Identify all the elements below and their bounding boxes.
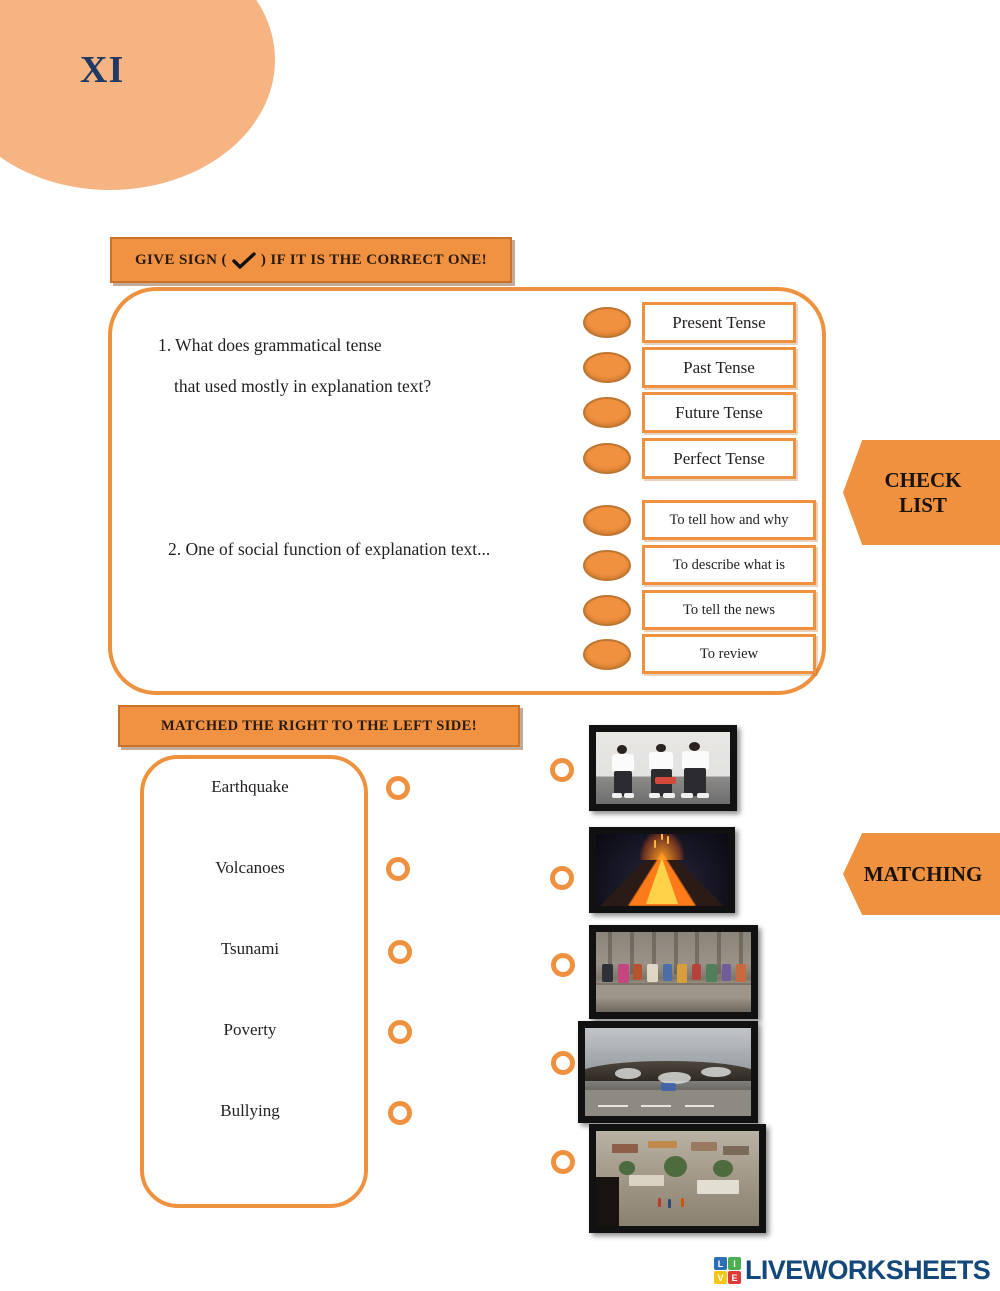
match-connector-right-4[interactable] bbox=[551, 1051, 575, 1075]
match-item-bullying: Bullying bbox=[220, 1101, 280, 1120]
match-connector-right-3[interactable] bbox=[551, 953, 575, 977]
match-connector-right-5[interactable] bbox=[551, 1150, 575, 1174]
logo-tiles: L I V E bbox=[714, 1257, 741, 1284]
matching-instruction-banner: MATCHED THE RIGHT TO THE LEFT SIDE! bbox=[118, 705, 520, 747]
logo-tile-v: V bbox=[714, 1271, 727, 1284]
match-connector-left-earthquake[interactable] bbox=[386, 776, 410, 800]
volcano-scene bbox=[596, 834, 728, 906]
option-label-future-tense: Future Tense bbox=[642, 392, 796, 433]
option-row-to-review[interactable]: To review bbox=[583, 634, 816, 674]
checklist-banner-suffix: ) IF IT IS THE CORRECT ONE! bbox=[260, 251, 488, 268]
tsunami-wave-photo[interactable] bbox=[578, 1021, 758, 1123]
match-item-volcanoes: Volcanoes bbox=[215, 858, 285, 877]
match-connector-right-2[interactable] bbox=[550, 866, 574, 890]
checkbox-future-tense[interactable] bbox=[583, 397, 631, 428]
bullying-scene bbox=[596, 732, 730, 804]
option-row-past-tense[interactable]: Past Tense bbox=[583, 347, 796, 388]
option-row-to-describe-what-is[interactable]: To describe what is bbox=[583, 545, 816, 585]
checkbox-to-review[interactable] bbox=[583, 638, 631, 670]
option-row-present-tense[interactable]: Present Tense bbox=[583, 302, 796, 343]
option-label-perfect-tense: Perfect Tense bbox=[642, 438, 796, 479]
option-label-to-review: To review bbox=[642, 634, 816, 674]
checkbox-to-tell-the-news[interactable] bbox=[583, 594, 631, 626]
check-list-arrow-line-1: CHECK bbox=[884, 467, 962, 492]
logo-tile-e: E bbox=[728, 1271, 741, 1284]
match-connector-left-tsunami[interactable] bbox=[388, 940, 412, 964]
question-1-text: 1. What does grammatical tense that used… bbox=[158, 332, 578, 400]
checkbox-perfect-tense[interactable] bbox=[583, 443, 631, 474]
option-label-to-describe-what-is: To describe what is bbox=[642, 545, 816, 585]
match-connector-left-volcanoes[interactable] bbox=[386, 857, 410, 881]
earthquake-rubble-photo[interactable] bbox=[589, 1124, 766, 1233]
matching-left-panel bbox=[140, 755, 368, 1208]
match-connector-right-1[interactable] bbox=[550, 758, 574, 782]
logo-wordmark: LIVEWORKSHEETS bbox=[745, 1255, 991, 1285]
option-row-future-tense[interactable]: Future Tense bbox=[583, 392, 796, 433]
checkbox-to-tell-how-and-why[interactable] bbox=[583, 504, 631, 536]
logo-tile-l: L bbox=[714, 1257, 727, 1270]
option-row-to-tell-how-and-why[interactable]: To tell how and why bbox=[583, 500, 816, 540]
tsunami-scene bbox=[585, 1028, 751, 1116]
liveworksheets-logo: L I V E LIVEWORKSHEETS bbox=[714, 1255, 991, 1286]
question-1-line-1: 1. What does grammatical tense bbox=[158, 335, 382, 355]
logo-tile-i: I bbox=[728, 1257, 741, 1270]
check-list-arrow-line-2: LIST bbox=[899, 492, 947, 517]
match-item-earthquake: Earthquake bbox=[211, 777, 289, 796]
matching-arrow-tag: MATCHING bbox=[843, 833, 1000, 915]
question-1-line-2: that used mostly in explanation text? bbox=[174, 376, 432, 397]
checkbox-present-tense[interactable] bbox=[583, 307, 631, 338]
volcano-eruption-photo[interactable] bbox=[589, 827, 735, 913]
match-connector-left-bullying[interactable] bbox=[388, 1101, 412, 1125]
option-label-to-tell-how-and-why: To tell how and why bbox=[642, 500, 816, 540]
option-label-present-tense: Present Tense bbox=[642, 302, 796, 343]
slum-scene bbox=[596, 932, 751, 1012]
grade-label: XI bbox=[80, 49, 125, 91]
check-list-arrow-tag: CHECK LIST bbox=[843, 440, 1000, 545]
option-row-to-tell-the-news[interactable]: To tell the news bbox=[583, 590, 816, 630]
match-connector-left-poverty[interactable] bbox=[388, 1020, 412, 1044]
checklist-instruction-banner: GIVE SIGN ( ) IF IT IS THE CORRECT ONE! bbox=[110, 237, 512, 283]
checkbox-to-describe-what-is[interactable] bbox=[583, 549, 631, 581]
bullying-photo[interactable] bbox=[589, 725, 737, 811]
earthquake-scene bbox=[596, 1131, 759, 1226]
check-icon bbox=[231, 252, 257, 270]
slum-poverty-photo[interactable] bbox=[589, 925, 758, 1019]
header-decorative-circle bbox=[0, 0, 275, 190]
checklist-banner-prefix: GIVE SIGN ( bbox=[134, 251, 227, 268]
option-row-perfect-tense[interactable]: Perfect Tense bbox=[583, 438, 796, 479]
match-item-poverty: Poverty bbox=[223, 1020, 277, 1039]
option-label-to-tell-the-news: To tell the news bbox=[642, 590, 816, 630]
match-item-tsunami: Tsunami bbox=[220, 939, 280, 958]
option-label-past-tense: Past Tense bbox=[642, 347, 796, 388]
question-2-text: 2. One of social function of explanation… bbox=[168, 539, 491, 559]
checkbox-past-tense[interactable] bbox=[583, 352, 631, 383]
